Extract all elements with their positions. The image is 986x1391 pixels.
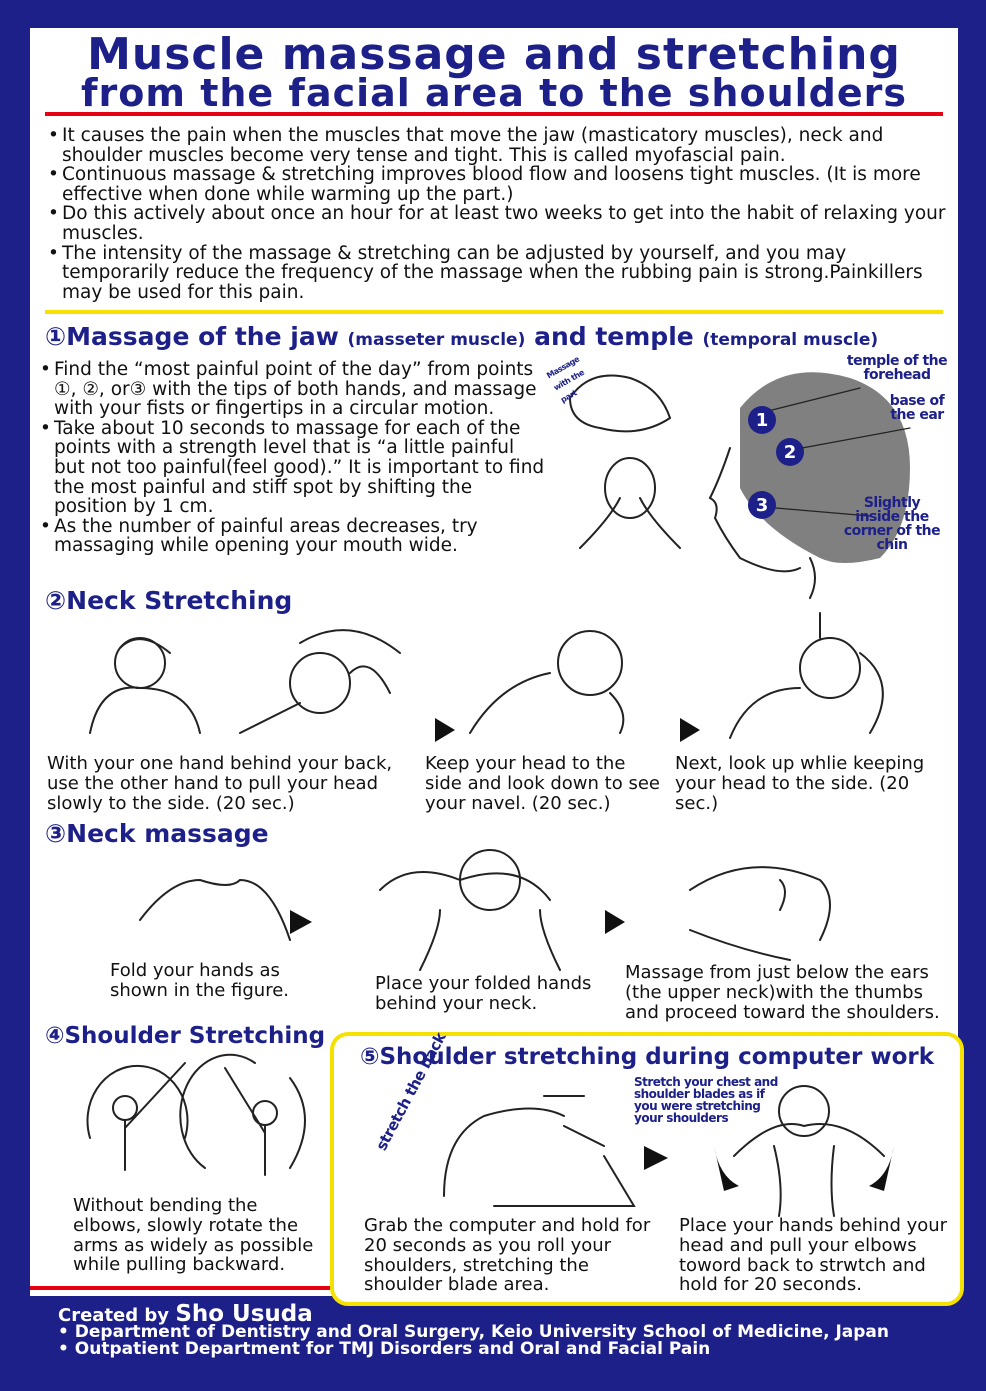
footer-affiliations: • Department of Dentistry and Oral Surge… (58, 1324, 889, 1358)
neck-step-3: Next, look up whlie keeping your head to… (675, 753, 925, 814)
s1-item: Find the “most painful point of the day”… (38, 360, 548, 419)
heading-temple: and temple (534, 322, 694, 351)
computer-step-2: Place your hands behind your head and pu… (679, 1215, 948, 1296)
label-chin: Slightly inside the corner of the chin (843, 495, 941, 553)
red-divider (45, 112, 943, 116)
section2-heading: ②Neck Stretching (45, 586, 293, 615)
poster: Muscle massage and stretching from the f… (30, 28, 964, 1306)
heading-masseter: (masseter muscle) (347, 330, 526, 350)
section5-heading: ⑤Shoulder stretching during computer wor… (360, 1044, 935, 1070)
label-ear: base of the ear (889, 393, 945, 423)
neck-massage-step-2: Place your folded hands behind your neck… (375, 973, 592, 1014)
label-temple: temple of the forehead (846, 353, 948, 383)
intro-item: It causes the pain when the muscles that… (46, 126, 951, 165)
shoulder-rotation-illustration (86, 1053, 306, 1176)
heading-temporal: (temporal muscle) (702, 330, 879, 350)
neck-massage-illustrations (139, 849, 831, 971)
created-by-label: Created by (58, 1305, 170, 1326)
intro-item: Continuous massage & stretching improves… (46, 165, 951, 204)
red-divider-bottom (30, 1286, 330, 1290)
heading-jaw: ①Massage of the jaw (45, 322, 339, 351)
computer-stretch-illustrations (443, 1085, 894, 1217)
computer-work-box: ⑤Shoulder stretching during computer wor… (330, 1030, 964, 1306)
jaw-massage-illustration: 1 2 3 (568, 372, 911, 599)
label-stretch-chest: Stretch your chest and shoulder blades a… (634, 1075, 778, 1125)
footer-credit: Created by Sho Usuda (58, 1301, 313, 1327)
section1-list: Find the “most painful point of the day”… (38, 360, 548, 556)
intro-item: The intensity of the massage & stretchin… (46, 243, 951, 303)
point-3: 3 (756, 495, 769, 516)
title-line1: Muscle massage and stretching (87, 29, 901, 80)
neck-step-2: Keep your head to the side and look down… (425, 753, 660, 814)
author-name: Sho Usuda (175, 1301, 313, 1327)
title-line2: from the facial area to the shoulders (81, 71, 907, 115)
neck-massage-step-1: Fold your hands as shown in the figure. (110, 960, 290, 1001)
neck-stretching-illustrations (89, 612, 884, 742)
affiliation-2: • Outpatient Department for TMJ Disorder… (58, 1339, 711, 1359)
yellow-divider (45, 310, 943, 314)
point-1: 1 (756, 410, 769, 431)
section1-heading: ①Massage of the jaw (masseter muscle) an… (45, 322, 878, 351)
section4-heading: ④Shoulder Stretching (45, 1023, 326, 1049)
shoulder-stretch-text: Without bending the elbows, slowly rotat… (73, 1195, 314, 1276)
section3-heading: ③Neck massage (45, 819, 269, 848)
neck-massage-step-3: Massage from just below the ears (the up… (625, 962, 940, 1023)
computer-step-1: Grab the computer and hold for 20 second… (364, 1215, 651, 1296)
point-2: 2 (784, 442, 797, 463)
neck-step-1: With your one hand behind your back, use… (47, 753, 393, 814)
s1-item: Take about 10 seconds to massage for eac… (38, 418, 548, 517)
intro-list: It causes the pain when the muscles that… (46, 126, 951, 302)
intro-item: Do this actively about once an hour for … (46, 204, 951, 243)
s1-item: As the number of painful areas decreases… (38, 516, 548, 556)
affiliation-1: • Department of Dentistry and Oral Surge… (58, 1322, 889, 1342)
